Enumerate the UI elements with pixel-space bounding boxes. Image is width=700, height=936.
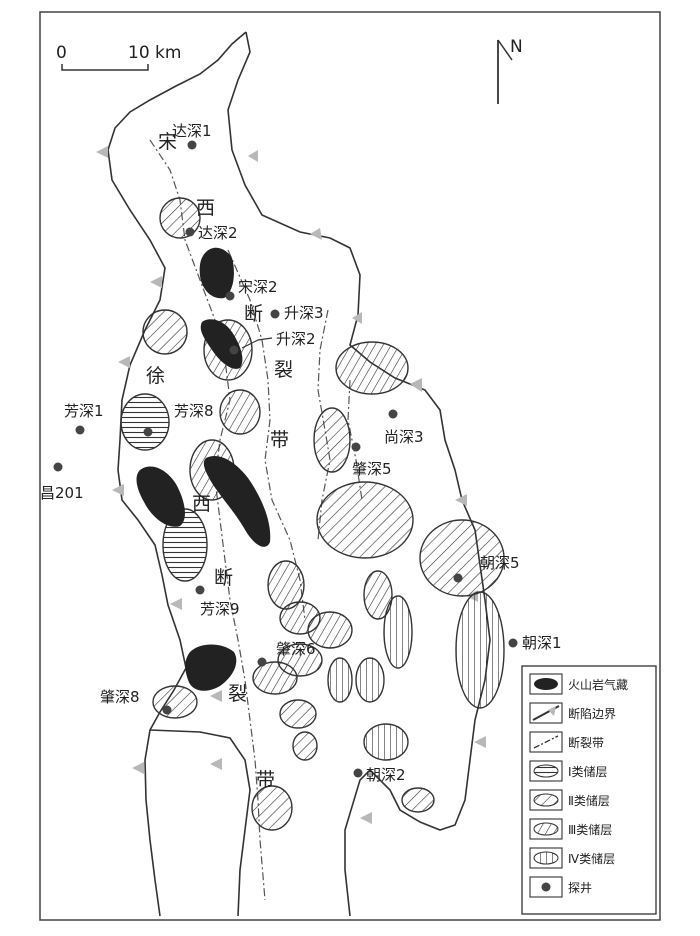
- zone-char-lie-2: 裂: [228, 683, 247, 705]
- zone-char-duan-1: 断: [244, 303, 263, 325]
- well-songshen2: [225, 291, 235, 301]
- well-labels: 达深1 达深2 宋深2 升深3 升深2 芳深1 芳深8 昌201 尚深3 肇深5…: [40, 122, 562, 784]
- zone-char-duan-2: 断: [214, 567, 233, 589]
- label-zhaoshen6: 肇深6: [276, 640, 316, 658]
- well-chang201: [53, 462, 63, 472]
- wells: [53, 140, 518, 778]
- label-fangshen1: 芳深1: [64, 402, 104, 420]
- label-chang201: 昌201: [40, 484, 84, 502]
- label-zhaoshen5: 肇深5: [352, 460, 392, 478]
- well-shangshen3: [388, 409, 398, 419]
- fault-zone-east: [317, 309, 331, 541]
- zone-char-dai-1: 带: [270, 429, 289, 451]
- label-chaoshen5: 朝深5: [480, 554, 520, 572]
- legend-item-class-1: Ⅰ类储层: [529, 760, 608, 782]
- north-arrow: N: [497, 37, 523, 104]
- legend-item-class-3: Ⅲ类储层: [529, 818, 612, 840]
- north-label: N: [510, 37, 523, 57]
- legend-label-class-3: Ⅲ类储层: [568, 822, 612, 837]
- well-chaoshen5: [453, 573, 463, 583]
- label-chaoshen2: 朝深2: [366, 766, 406, 784]
- fault-zone-middle: [227, 249, 306, 621]
- well-dashen1: [187, 140, 197, 150]
- scale-ten-label: 10 km: [128, 43, 181, 63]
- label-shangshen3: 尚深3: [384, 428, 424, 446]
- legend-item-class-2: Ⅱ类储层: [529, 789, 610, 811]
- zone-char-xi-2: 西: [192, 493, 211, 515]
- label-shengshen2: 升深2: [276, 330, 316, 348]
- rift-boundary-inner: [149, 729, 251, 917]
- label-fangshen8: 芳深8: [174, 402, 214, 420]
- legend-item-class-4: Ⅳ类储层: [529, 847, 615, 869]
- zone-char-xu: 徐: [146, 365, 165, 387]
- legend-label-class-4: Ⅳ类储层: [568, 851, 615, 866]
- label-zhaoshen8: 肇深8: [100, 688, 140, 706]
- legend-label-fault-zone: 断裂带: [568, 735, 604, 750]
- zone-char-song: 宋: [158, 131, 177, 153]
- label-dashen2: 达深2: [198, 224, 238, 242]
- zone-labels: 宋 西 断 裂 带 徐 西 断 裂 带: [146, 131, 293, 791]
- volcanic-gas-reservoirs: [136, 247, 271, 691]
- well-zhaoshen8: [162, 705, 172, 715]
- legend-item-fault-zone: 断裂带: [529, 731, 604, 753]
- legend-label-well: 探井: [568, 881, 592, 895]
- zone-char-lie-1: 裂: [274, 359, 293, 381]
- boundary-triangles: [96, 146, 486, 824]
- well-fangshen9: [195, 585, 205, 595]
- well-fangshen8: [143, 427, 153, 437]
- legend-item-rift-boundary: 断陷边界: [529, 702, 616, 724]
- legend-label-class-2: Ⅱ类储层: [568, 793, 610, 808]
- well-chaoshen1: [508, 638, 518, 648]
- well-shengshen2: [229, 345, 239, 355]
- well-dashen2: [185, 227, 195, 237]
- label-shengshen3: 升深3: [284, 304, 324, 322]
- fault-zone-west: [149, 139, 266, 901]
- label-songshen2: 宋深2: [238, 278, 278, 296]
- legend-item-well: 探井: [529, 876, 592, 898]
- well-chaoshen2: [353, 768, 363, 778]
- shengshen2-leader: [241, 337, 273, 349]
- well-fangshen1: [75, 425, 85, 435]
- rift-boundary-east: [227, 31, 491, 917]
- scale-bar: 0 10 km: [56, 43, 181, 71]
- legend-label-rift-boundary: 断陷边界: [568, 706, 616, 721]
- legend-label-volcanic: 火山岩气藏: [568, 677, 628, 692]
- zone-char-xi-1: 西: [196, 197, 215, 219]
- legend-item-volcanic: 火山岩气藏: [529, 673, 628, 695]
- well-zhaoshen5: [351, 442, 361, 452]
- label-fangshen9: 芳深9: [200, 600, 240, 618]
- map-frame: [39, 11, 661, 921]
- label-chaoshen1: 朝深1: [522, 634, 562, 652]
- well-shengshen3: [270, 309, 280, 319]
- scale-zero-label: 0: [56, 43, 67, 63]
- legend-label-class-1: Ⅰ类储层: [568, 764, 608, 779]
- fault-zone-east2: [347, 379, 363, 501]
- well-zhaoshen6: [257, 657, 267, 667]
- label-dashen1: 达深1: [172, 122, 212, 140]
- legend: 火山岩气藏 断陷边界 断裂带 Ⅰ类储层 Ⅱ类储层 Ⅲ类储层: [521, 665, 657, 915]
- zone-char-dai-2: 带: [256, 769, 275, 791]
